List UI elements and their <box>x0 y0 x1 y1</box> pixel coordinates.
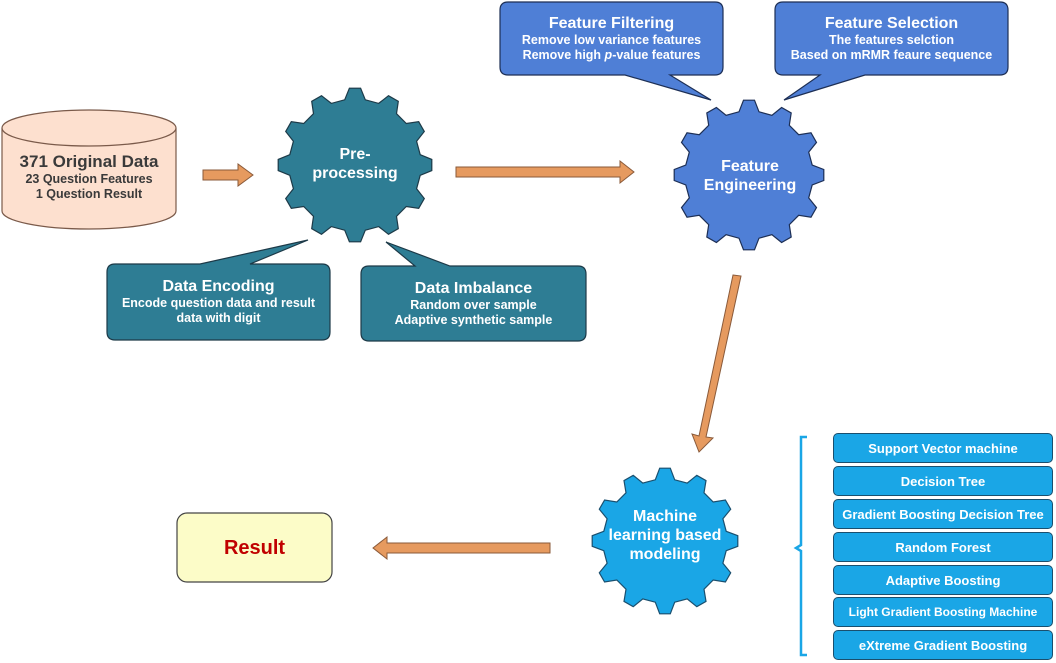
feature-selection-callout <box>774 1 1009 101</box>
ml-modeling-line3: modeling <box>629 546 701 564</box>
result-label: Result <box>223 537 286 559</box>
data-imbalance-callout <box>360 241 587 342</box>
feature-filtering-line2-italic: p <box>604 48 613 63</box>
original-data-cylinder <box>1 109 177 230</box>
feature-selection-title: Feature Selection <box>824 15 959 32</box>
models-bracket <box>793 435 807 657</box>
feature-selection-text: Feature Selection The features selction … <box>775 14 1008 63</box>
feature-filtering-line1: Remove low variance features <box>521 33 702 48</box>
feature-filtering-line2-suffix: -value features <box>612 48 701 63</box>
ml-modeling-label: Machine learning based modeling <box>600 507 730 565</box>
model-svm: Support Vector machine <box>833 433 1053 463</box>
data-imbalance-line1: Random over sample <box>410 298 537 313</box>
arrow-modeling-to-result <box>372 535 551 561</box>
feature-engineering-gear <box>673 99 825 251</box>
model-random-forest: Random Forest <box>833 532 1053 562</box>
feature-filtering-line2-prefix: Remove high <box>522 48 605 63</box>
feature-engineering-line2: Engineering <box>703 177 797 195</box>
data-imbalance-text: Data Imbalance Random over sample Adapti… <box>361 279 586 328</box>
data-encoding-text: Data Encoding Encode question data and r… <box>107 277 330 326</box>
preprocessing-line2: processing <box>312 165 398 183</box>
data-imbalance-line2: Adaptive synthetic sample <box>394 313 553 328</box>
model-decision-tree: Decision Tree <box>833 466 1053 496</box>
feature-filtering-line2: Remove high p-value features <box>500 48 723 63</box>
arrow-preprocessing-to-feature-engineering <box>455 159 635 185</box>
model-xgboost: eXtreme Gradient Boosting <box>833 630 1053 660</box>
data-imbalance-title: Data Imbalance <box>414 280 533 297</box>
model-gbdt: Gradient Boosting Decision Tree <box>833 499 1053 529</box>
cylinder-text: 371 Original Data 23 Question Features 1… <box>2 152 176 202</box>
preprocessing-label: Pre- processing <box>290 145 420 183</box>
cylinder-title: 371 Original Data <box>19 152 159 171</box>
result-box <box>176 512 333 583</box>
preprocessing-gear <box>277 87 433 243</box>
arrow-data-to-preprocessing <box>202 163 254 187</box>
ml-modeling-gear <box>591 467 739 615</box>
feature-selection-line1: The features selction <box>828 33 955 48</box>
data-encoding-title: Data Encoding <box>162 278 275 295</box>
model-lightgbm: Light Gradient Boosting Machine <box>833 597 1053 627</box>
feature-engineering-line1: Feature <box>721 158 779 175</box>
ml-modeling-line2: learning based <box>608 527 722 545</box>
cylinder-line1: 23 Question Features <box>25 172 153 187</box>
data-encoding-line1: Encode question data and result <box>121 296 316 311</box>
ml-modeling-line1: Machine <box>632 508 697 525</box>
arrow-feature-engineering-to-modeling <box>691 274 742 453</box>
feature-selection-line2: Based on mRMR feaure sequence <box>790 48 993 63</box>
feature-engineering-label: Feature Engineering <box>685 157 815 195</box>
cylinder-line2: 1 Question Result <box>35 187 143 202</box>
data-encoding-callout <box>106 239 331 341</box>
preprocessing-line1: Pre- <box>339 146 371 163</box>
data-encoding-line2: data with digit <box>176 311 261 326</box>
feature-filtering-title: Feature Filtering <box>548 15 675 32</box>
feature-filtering-text: Feature Filtering Remove low variance fe… <box>500 14 723 63</box>
feature-filtering-callout <box>499 1 724 101</box>
model-adaboost: Adaptive Boosting <box>833 565 1053 595</box>
